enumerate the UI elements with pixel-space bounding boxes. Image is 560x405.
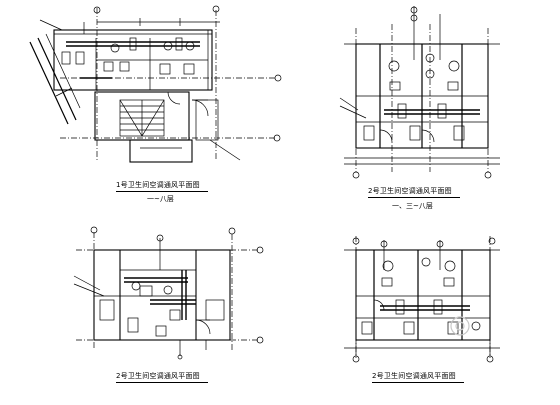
plan-3-title: 2号卫生间空调通风平面图 <box>116 372 200 380</box>
plan-2-title: 2号卫生间空调通风平面图 <box>368 187 452 195</box>
plan-2-floor-plan <box>339 6 500 179</box>
plan-4-title: 2号卫生间空调通风平面图 <box>372 372 456 380</box>
plan-1-title-underline <box>116 191 208 192</box>
plan-3-floor-plan <box>73 226 264 360</box>
plan-4-floor-plan <box>344 236 500 363</box>
plan-2-title-underline <box>368 197 460 198</box>
watermark-mark <box>450 316 470 336</box>
plan-2-subtitle: 一、三~八层 <box>392 202 433 210</box>
plan-1-title: 1号卫生间空调通风平面图 <box>116 181 200 189</box>
plan-1-subtitle: 一~八层 <box>147 195 174 203</box>
plan-4-title-underline <box>372 382 464 383</box>
plan-1-floor-plan <box>29 5 282 163</box>
plan-3-title-underline <box>116 382 208 383</box>
